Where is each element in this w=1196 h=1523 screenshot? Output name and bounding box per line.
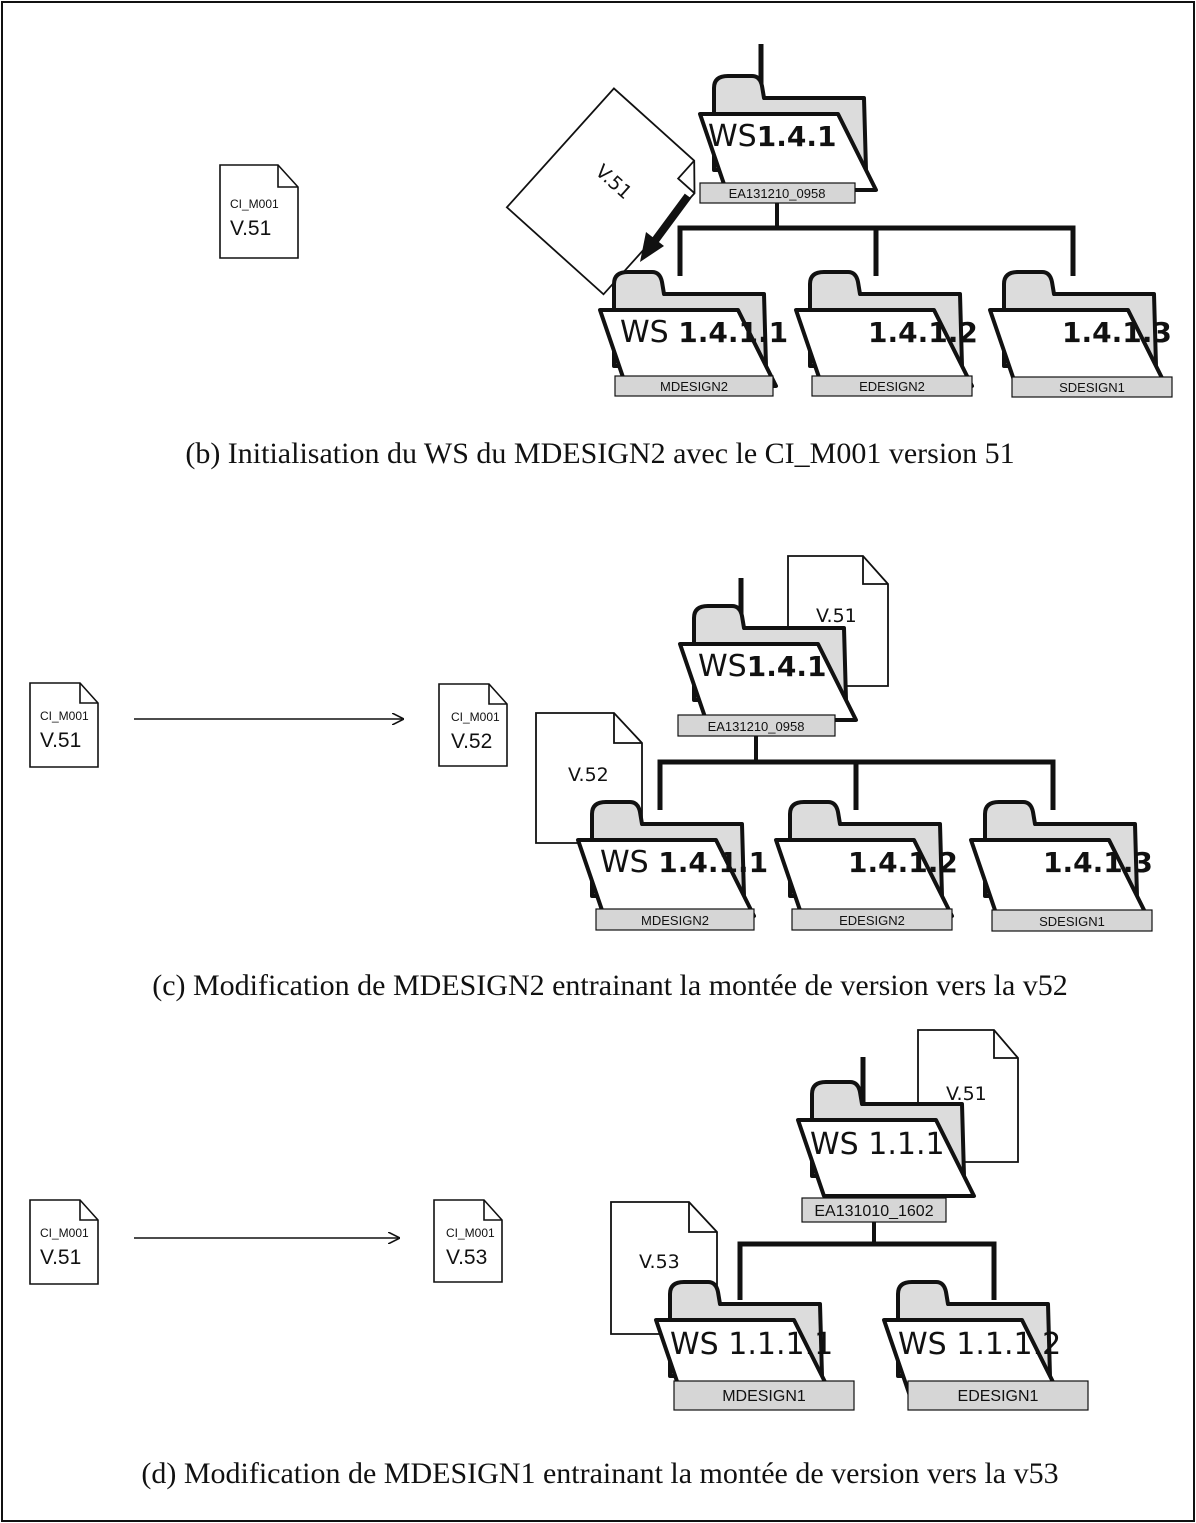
tag-label: SDESIGN1 xyxy=(1039,914,1105,929)
folder-icon-child-d-1: WS 1.1.1.1 xyxy=(654,1280,834,1398)
ci-document-b: CI_M001 V.51 xyxy=(219,164,299,259)
panel-b: CI_M001 V.51 WS1.4.1 EA131210_0958 V.51 … xyxy=(185,44,1173,470)
tag-label: EDESIGN2 xyxy=(859,379,925,394)
ci-version: V.51 xyxy=(40,729,81,752)
folder-icon-child-c-3: 1.4.1.3 xyxy=(969,800,1153,918)
panel-c: CI_M001 V.51 CI_M001 V.52 V.51 WS1.4.1 E… xyxy=(29,555,1153,1002)
svg-text:1.4.1.3: 1.4.1.3 xyxy=(1043,846,1153,879)
tag-label: EA131010_1602 xyxy=(814,1203,933,1220)
ci-document-d-mid: CI_M001 V.53 xyxy=(433,1199,503,1283)
folder-icon-child-b-3: 1.4.1.3 xyxy=(988,270,1172,388)
svg-text:WS1.4.1: WS1.4.1 xyxy=(698,649,826,684)
ci-id: CI_M001 xyxy=(40,709,89,723)
child-tag-b-1 xyxy=(614,375,774,397)
ci-version: V.53 xyxy=(446,1246,487,1269)
folder-icon-child-b-2: 1.4.1.2 xyxy=(794,270,978,388)
move-arrow-head xyxy=(640,232,664,262)
tag-label: EDESIGN1 xyxy=(958,1388,1039,1405)
ci-id: CI_M001 xyxy=(446,1226,495,1240)
child-tag-d-1 xyxy=(673,1380,855,1411)
caption-c: (c) Modification de MDESIGN2 entrainant … xyxy=(152,969,1068,1002)
tag-label: EA131210_0958 xyxy=(729,186,826,201)
tag-label: MDESIGN2 xyxy=(660,379,728,394)
svg-text:WS 1.1.1.1: WS 1.1.1.1 xyxy=(670,1327,833,1362)
ci-id: CI_M001 xyxy=(451,710,500,724)
caption-d: (d) Modification de MDESIGN1 entrainant … xyxy=(141,1457,1058,1490)
tag-label: EA131210_0958 xyxy=(708,719,805,734)
connector xyxy=(737,1241,997,1300)
tag-label: MDESIGN1 xyxy=(722,1388,806,1405)
ci-id: CI_M001 xyxy=(40,1226,89,1240)
doc-version: V.51 xyxy=(946,1083,987,1105)
svg-text:WS 1.1.1.2: WS 1.1.1.2 xyxy=(898,1327,1061,1362)
tag-label: SDESIGN1 xyxy=(1059,380,1125,395)
folder-icon-parent-c: WS1.4.1 xyxy=(678,604,858,722)
ci-id: CI_M001 xyxy=(230,197,279,211)
ci-document-d-left: CI_M001 V.51 xyxy=(29,1199,99,1285)
move-arrow xyxy=(650,193,692,245)
svg-text:1.4.1.2: 1.4.1.2 xyxy=(848,846,958,879)
svg-text:1.4.1.3: 1.4.1.3 xyxy=(1062,316,1172,349)
child-tag-c-3 xyxy=(991,909,1153,932)
svg-text:WS 1.4.1.1: WS 1.4.1.1 xyxy=(620,315,788,350)
folder-icon-child-c-1: WS 1.4.1.1 xyxy=(576,800,768,918)
child-tag-c-1 xyxy=(595,908,755,931)
svg-text:WS 1.1.1: WS 1.1.1 xyxy=(810,1127,945,1162)
ci-document-c-left: CI_M001 V.51 xyxy=(29,682,99,768)
folder-icon-parent-d: WS 1.1.1 xyxy=(796,1080,976,1198)
doc-version: V.51 xyxy=(816,605,857,627)
ci-version: V.51 xyxy=(40,1246,81,1269)
svg-text:WS1.4.1: WS1.4.1 xyxy=(708,119,836,154)
folder-icon-child-d-2: WS 1.1.1.2 xyxy=(882,1280,1062,1398)
child-tag-b-2 xyxy=(811,375,973,397)
folder-icon-parent-b: WS1.4.1 xyxy=(698,74,878,192)
folder-icon-child-c-2: 1.4.1.2 xyxy=(774,800,958,918)
doc-version: V.53 xyxy=(639,1251,680,1273)
svg-text:1.4.1.2: 1.4.1.2 xyxy=(868,316,978,349)
child-tag-d-2 xyxy=(907,1380,1089,1411)
tag-label: EDESIGN2 xyxy=(839,913,905,928)
ci-version: V.51 xyxy=(230,217,271,240)
folder-icon-child-b-1: WS 1.4.1.1 xyxy=(598,270,788,388)
child-tag-b-3 xyxy=(1011,376,1173,398)
doc-version: V.52 xyxy=(568,764,609,786)
ci-version: V.52 xyxy=(451,730,492,753)
tag-label: MDESIGN2 xyxy=(641,913,709,928)
caption-b: (b) Initialisation du WS du MDESIGN2 ave… xyxy=(185,437,1014,470)
panel-d: CI_M001 V.51 CI_M001 V.53 V.51 WS 1.1.1 … xyxy=(29,1029,1089,1490)
parent-tag-d xyxy=(801,1197,947,1223)
child-tag-c-2 xyxy=(791,908,953,931)
svg-text:WS 1.4.1.1: WS 1.4.1.1 xyxy=(600,845,768,880)
ci-document-c-mid: CI_M001 V.52 xyxy=(438,683,508,767)
